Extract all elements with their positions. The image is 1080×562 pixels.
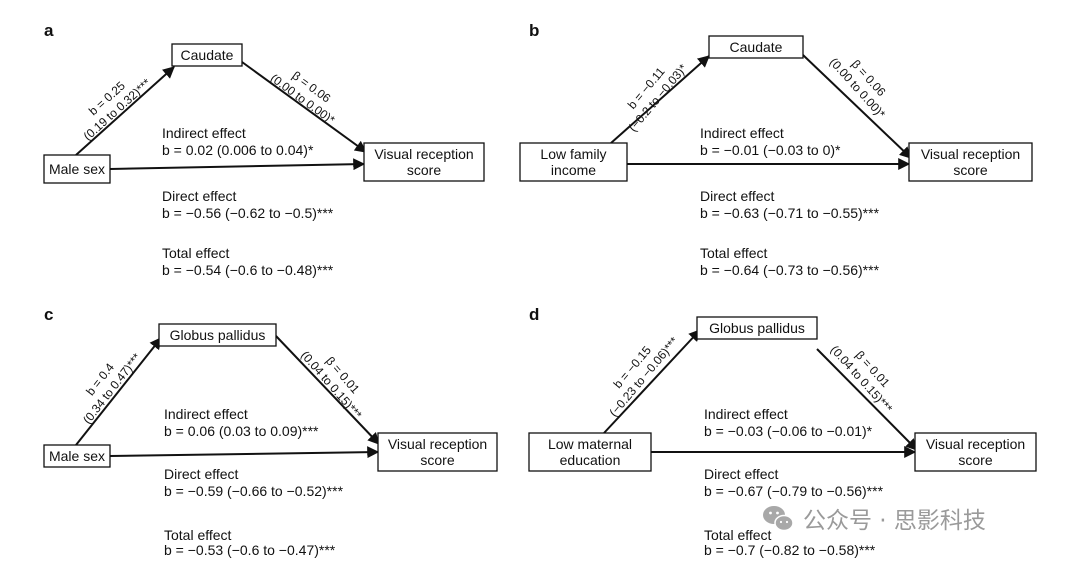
path-a-label: b = 0.25(0.19 to 0.32)***	[81, 76, 154, 144]
direct-effect-title: Direct effect	[700, 188, 775, 204]
predictor-node-label: income	[551, 162, 596, 178]
predictor-node-label: Male sex	[49, 161, 105, 177]
panel-letter: b	[529, 21, 539, 40]
path-b-label: β = 0.01(0.04 to 0.15)***	[828, 343, 896, 416]
outcome-node-box	[363, 142, 485, 182]
outcome-node-label: score	[407, 162, 441, 178]
outcome-node-label: Visual reception	[374, 146, 473, 162]
mediator-node: Globus pallidus	[158, 323, 277, 347]
total-effect-title: Total effect	[700, 245, 768, 261]
direct-effect-title: Direct effect	[164, 466, 239, 482]
predictor-node: Male sex	[43, 154, 111, 184]
path-b-arrow	[802, 54, 912, 159]
total-effect-title: Total effect	[704, 527, 772, 543]
direct-effect-value: b = −0.56 (−0.62 to −0.5)***	[162, 205, 334, 221]
mediator-node: Caudate	[708, 35, 804, 59]
direct-effect-value: b = −0.63 (−0.71 to −0.55)***	[700, 205, 880, 221]
indirect-effect-title: Indirect effect	[700, 125, 784, 141]
direct-path-arrow	[109, 158, 366, 171]
predictor-node-label: education	[560, 452, 621, 468]
mediator-node-box	[158, 323, 277, 347]
direct-path-arrow	[109, 446, 380, 459]
watermark-text: 公众号 · 思影科技	[803, 508, 986, 534]
predictor-node-box	[528, 432, 652, 472]
direct-effect-title: Direct effect	[162, 188, 237, 204]
mediator-node-label: Caudate	[730, 39, 783, 55]
mediator-node-label: Globus pallidus	[709, 320, 805, 336]
outcome-node-label: score	[958, 452, 992, 468]
indirect-effect-title: Indirect effect	[704, 406, 788, 422]
indirect-effect-value: b = −0.03 (−0.06 to −0.01)*	[704, 423, 873, 439]
path-b-label: β = 0.06(0.00 to 0.00)*	[827, 55, 889, 121]
path-b-arrow	[275, 335, 380, 445]
path-a-label: b = −0.15(−0.23 to −0.06)***	[606, 334, 681, 419]
total-effect-value: b = −0.54 (−0.6 to −0.48)***	[162, 262, 334, 278]
mediator-node: Globus pallidus	[696, 316, 818, 340]
direct-effect-value: b = −0.67 (−0.79 to −0.56)***	[704, 483, 884, 499]
outcome-node-box	[914, 432, 1037, 472]
outcome-node-label: Visual reception	[388, 436, 487, 452]
predictor-node-box	[43, 154, 111, 184]
panel-letter: d	[529, 305, 539, 324]
outcome-node-label: score	[420, 452, 454, 468]
mediator-node-box	[708, 35, 804, 59]
outcome-node-label: Visual reception	[926, 436, 1025, 452]
panel-letter: a	[44, 21, 54, 40]
path-a-arrow	[603, 329, 701, 434]
indirect-effect-value: b = 0.02 (0.006 to 0.04)*	[162, 142, 314, 158]
watermark: 公众号 · 思影科技	[763, 506, 986, 534]
outcome-node-label: Visual reception	[921, 146, 1020, 162]
indirect-effect-title: Indirect effect	[162, 125, 246, 141]
panel-letter: c	[44, 305, 53, 324]
path-a-arrow	[610, 55, 710, 144]
path-a-arrow	[75, 337, 162, 446]
indirect-effect-value: b = −0.01 (−0.03 to 0)*	[700, 142, 841, 158]
outcome-node-box	[908, 142, 1033, 182]
path-b-arrow	[816, 348, 918, 451]
total-effect-title: Total effect	[162, 245, 230, 261]
total-effect-value: b = −0.53 (−0.6 to −0.47)***	[164, 542, 336, 558]
predictor-node-label: Low maternal	[548, 436, 632, 452]
total-effect-value: b = −0.64 (−0.73 to −0.56)***	[700, 262, 880, 278]
mediator-node-box	[171, 43, 243, 67]
wechat-icon	[763, 506, 794, 532]
path-a-arrow	[75, 66, 175, 156]
total-effect-value: b = −0.7 (−0.82 to −0.58)***	[704, 542, 876, 558]
predictor-node-label: Low family	[540, 146, 606, 162]
direct-effect-value: b = −0.59 (−0.66 to −0.52)***	[164, 483, 344, 499]
outcome-node-label: score	[953, 162, 987, 178]
indirect-effect-value: b = 0.06 (0.03 to 0.09)***	[164, 423, 319, 439]
predictor-node-box	[519, 142, 628, 182]
direct-effect-title: Direct effect	[704, 466, 779, 482]
indirect-effect-title: Indirect effect	[164, 406, 248, 422]
mediator-node-label: Caudate	[181, 47, 234, 63]
predictor-node-box	[43, 444, 111, 468]
path-a-label: b = −0.11(−0.2 to −0.03)*	[625, 61, 690, 134]
mediator-node-label: Globus pallidus	[170, 327, 266, 343]
mediator-node: Caudate	[171, 43, 243, 67]
outcome-node-box	[377, 432, 498, 472]
path-b-label: β = 0.01(0.04 to 0.15)***	[298, 348, 365, 422]
predictor-node-label: Male sex	[49, 448, 105, 464]
predictor-node: Male sex	[43, 444, 111, 468]
path-b-arrow	[241, 61, 367, 153]
mediator-node-box	[696, 316, 818, 340]
total-effect-title: Total effect	[164, 527, 232, 543]
path-a-label: b = 0.4(0.34 to 0.47)***	[80, 350, 144, 426]
path-b-label: β = 0.06(0.00 to 0.00)*	[268, 68, 338, 127]
